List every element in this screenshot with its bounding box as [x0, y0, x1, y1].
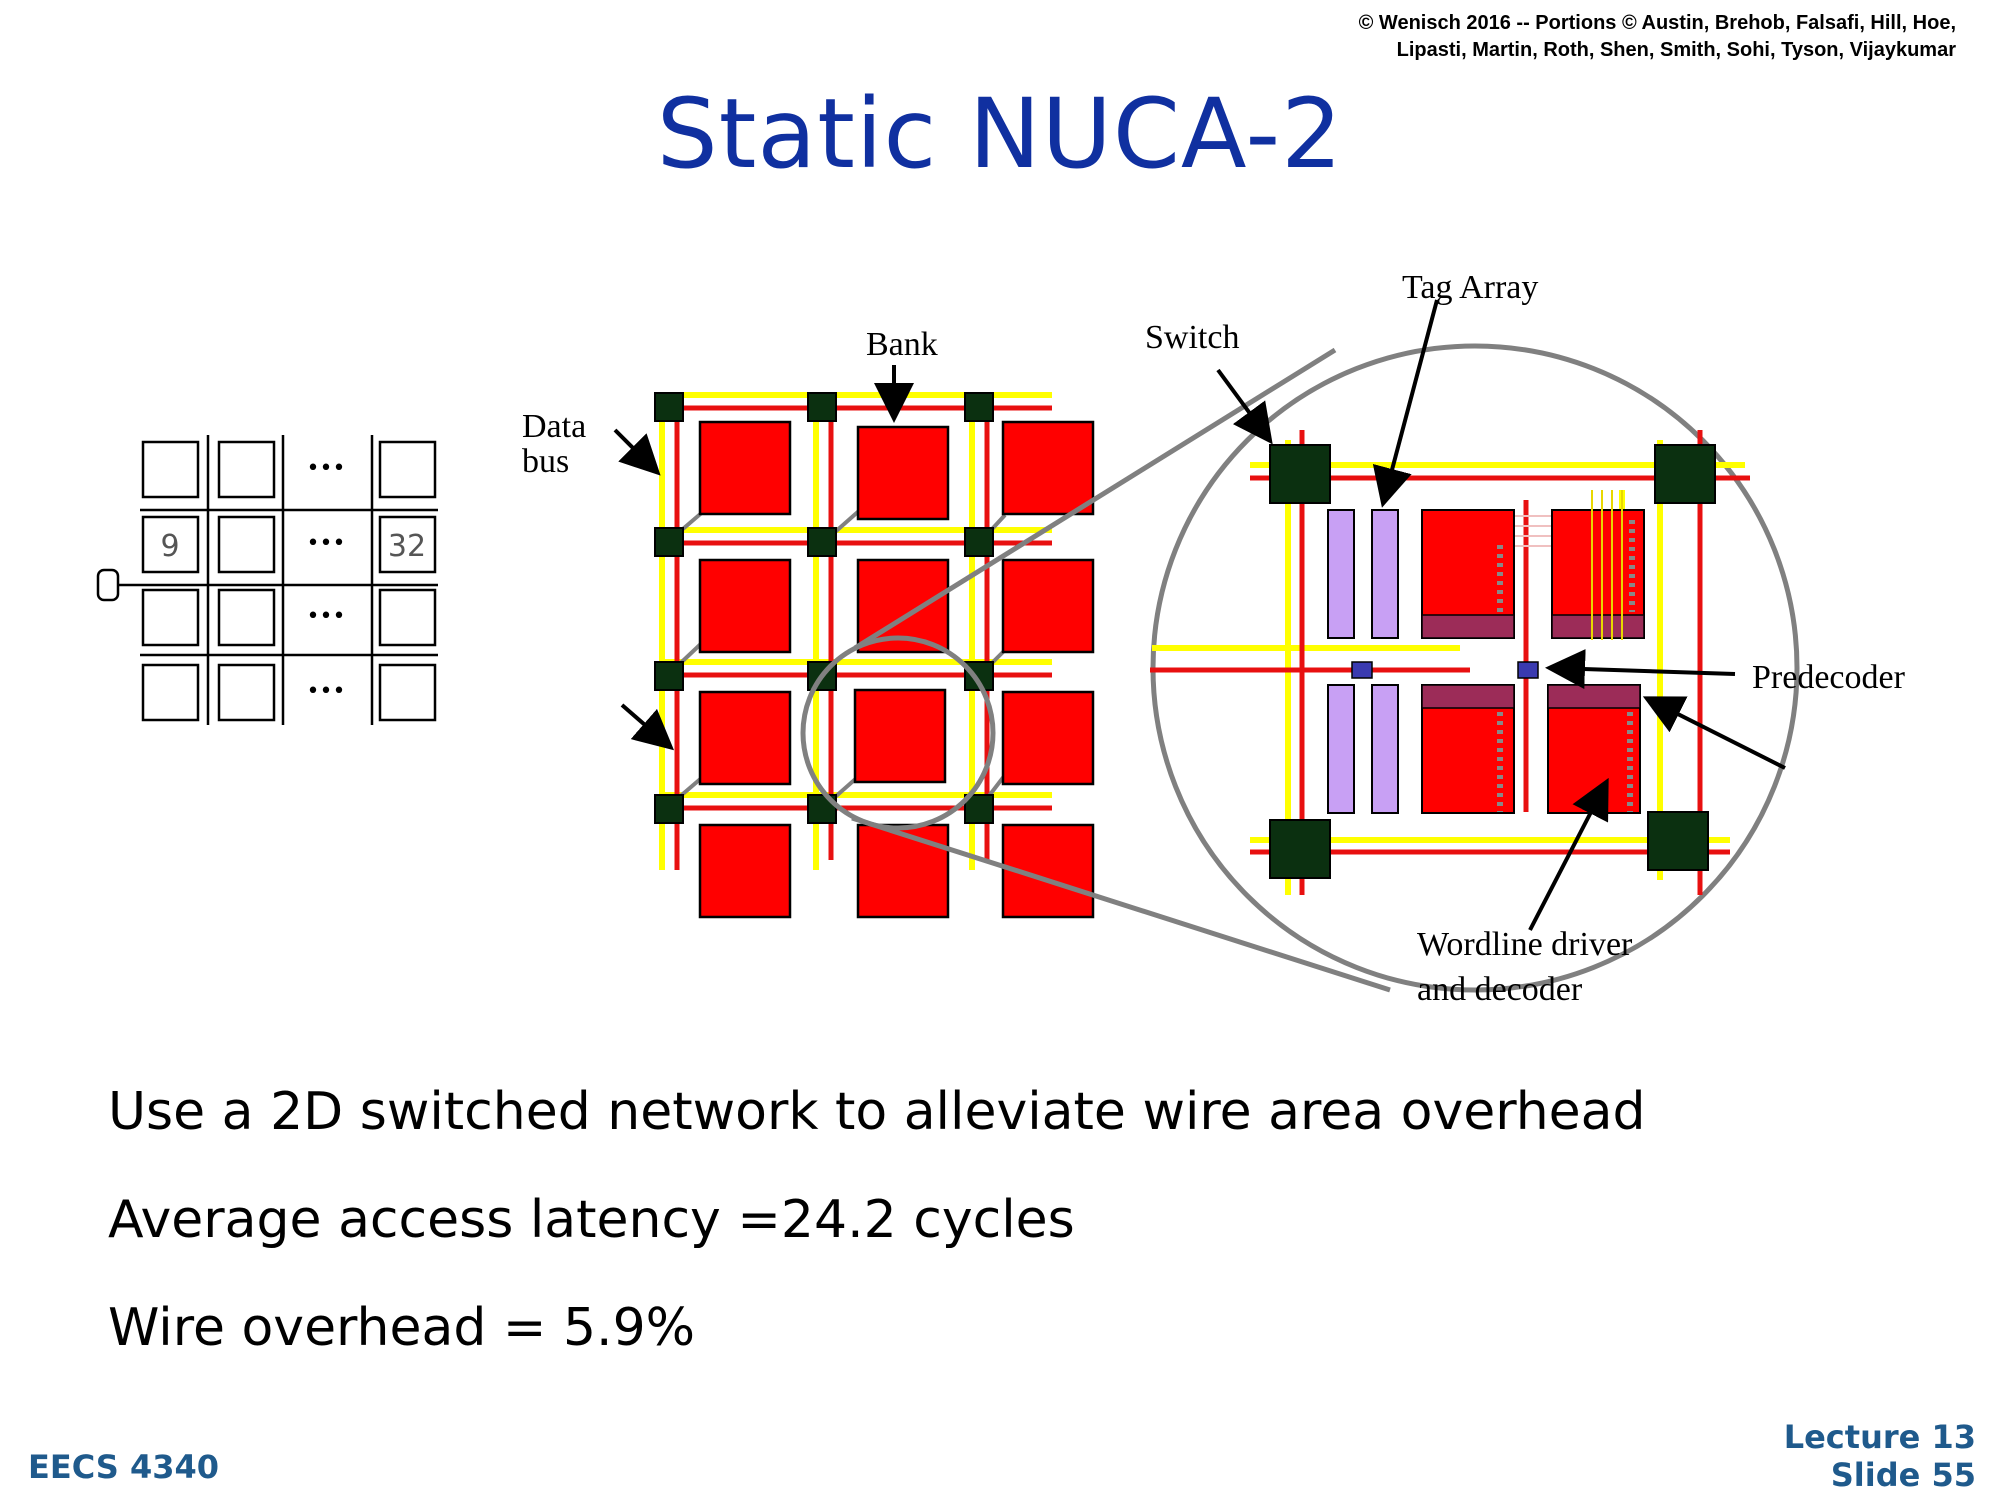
small-bank	[141, 588, 200, 647]
bank	[698, 420, 792, 516]
switch	[654, 794, 684, 824]
bank	[856, 425, 950, 521]
small-grid-dots: ••• ••• ••• •••	[307, 456, 346, 704]
small-bank	[141, 663, 200, 722]
zoom-source-circle	[800, 635, 996, 831]
bank	[698, 558, 792, 654]
diagram-labels: Data bus Bank Switch Tag Array Predecode…	[522, 269, 1906, 1008]
ellipsis: •••	[307, 456, 346, 481]
arrow-icon	[1216, 368, 1273, 445]
arrow-icon	[1372, 299, 1439, 508]
tag-array-label: Tag Array	[1402, 269, 1538, 306]
small-bank-grid	[96, 435, 438, 725]
switch	[1269, 444, 1331, 504]
decoder-bar	[1547, 684, 1641, 709]
bullet-item: Wire overhead = 5.9%	[108, 1298, 696, 1358]
arrow-icon	[620, 703, 675, 751]
switch	[807, 527, 837, 557]
arrow-icon	[1545, 649, 1736, 690]
bank	[856, 823, 950, 919]
arrow-icon	[1528, 777, 1609, 931]
switch	[964, 527, 994, 557]
tag-array	[1327, 684, 1355, 814]
bullet-item: Average access latency =24.2 cycles	[108, 1190, 1075, 1250]
predecoder-label: Predecoder	[1752, 659, 1906, 696]
decoder-bar	[1421, 614, 1515, 639]
bullet-item: Use a 2D switched network to alleviate w…	[108, 1082, 1646, 1142]
bank	[853, 688, 947, 784]
bank	[698, 823, 792, 919]
course-code: EECS 4340	[28, 1448, 220, 1486]
decoder-bar	[1421, 684, 1515, 709]
data-bus-label: Data	[522, 408, 586, 445]
lecture-info: Lecture 13 Slide 55	[1784, 1418, 1976, 1494]
switch	[1269, 819, 1331, 879]
switch	[1647, 811, 1709, 871]
switch	[654, 527, 684, 557]
bank	[1001, 420, 1095, 516]
small-bank	[378, 515, 437, 574]
bank-index-32: 32	[388, 529, 426, 564]
ellipsis: •••	[307, 679, 346, 704]
tag-array	[1371, 684, 1399, 814]
tag-array	[1371, 509, 1399, 639]
bank	[1001, 558, 1095, 654]
switch	[807, 392, 837, 422]
switch	[654, 661, 684, 691]
switch	[964, 794, 994, 824]
copyright-notice: © Wenisch 2016 -- Portions © Austin, Bre…	[656, 10, 1956, 64]
mesh-network	[654, 392, 1095, 919]
slide-title: Static NUCA-2	[656, 78, 1344, 190]
bank-label: Bank	[866, 326, 938, 363]
tag-array	[1327, 509, 1355, 639]
predecoder	[1351, 661, 1373, 679]
decoder-bar	[1551, 614, 1645, 639]
switch	[654, 392, 684, 422]
switch	[964, 392, 994, 422]
slide-number: Slide 55	[1830, 1456, 1976, 1494]
small-bank	[217, 588, 276, 647]
label-arrows	[613, 299, 1786, 931]
bank-index-9: 9	[160, 529, 179, 564]
copyright-line-1: © Wenisch 2016 -- Portions © Austin, Bre…	[1358, 12, 1956, 34]
switch-label: Switch	[1145, 319, 1239, 356]
switch	[1654, 444, 1716, 504]
ellipsis: •••	[307, 604, 346, 629]
ellipsis: •••	[307, 531, 346, 556]
zoomed-tile-detail	[1150, 430, 1750, 895]
small-bank	[217, 440, 276, 499]
data-bus-label: bus	[522, 443, 569, 480]
small-bank	[378, 588, 437, 647]
copyright-line-2: Lipasti, Martin, Roth, Shen, Smith, Sohi…	[1396, 39, 1956, 61]
small-bank	[378, 663, 437, 722]
small-bank	[141, 515, 200, 574]
wordline-driver-label: Wordline driver	[1417, 926, 1633, 963]
small-bank	[217, 663, 276, 722]
small-bank	[378, 440, 437, 499]
arrow-icon	[1642, 696, 1786, 770]
bank	[1001, 690, 1095, 786]
bank	[698, 690, 792, 786]
arrow-icon	[613, 428, 661, 476]
bullet-list: Use a 2D switched network to alleviate w…	[108, 1072, 1646, 1396]
small-bank	[217, 515, 276, 574]
predecoder	[1517, 661, 1539, 679]
wordline-driver-label: and decoder	[1417, 971, 1583, 1008]
lecture-number: Lecture 13	[1783, 1418, 1976, 1456]
small-bank	[141, 440, 200, 499]
